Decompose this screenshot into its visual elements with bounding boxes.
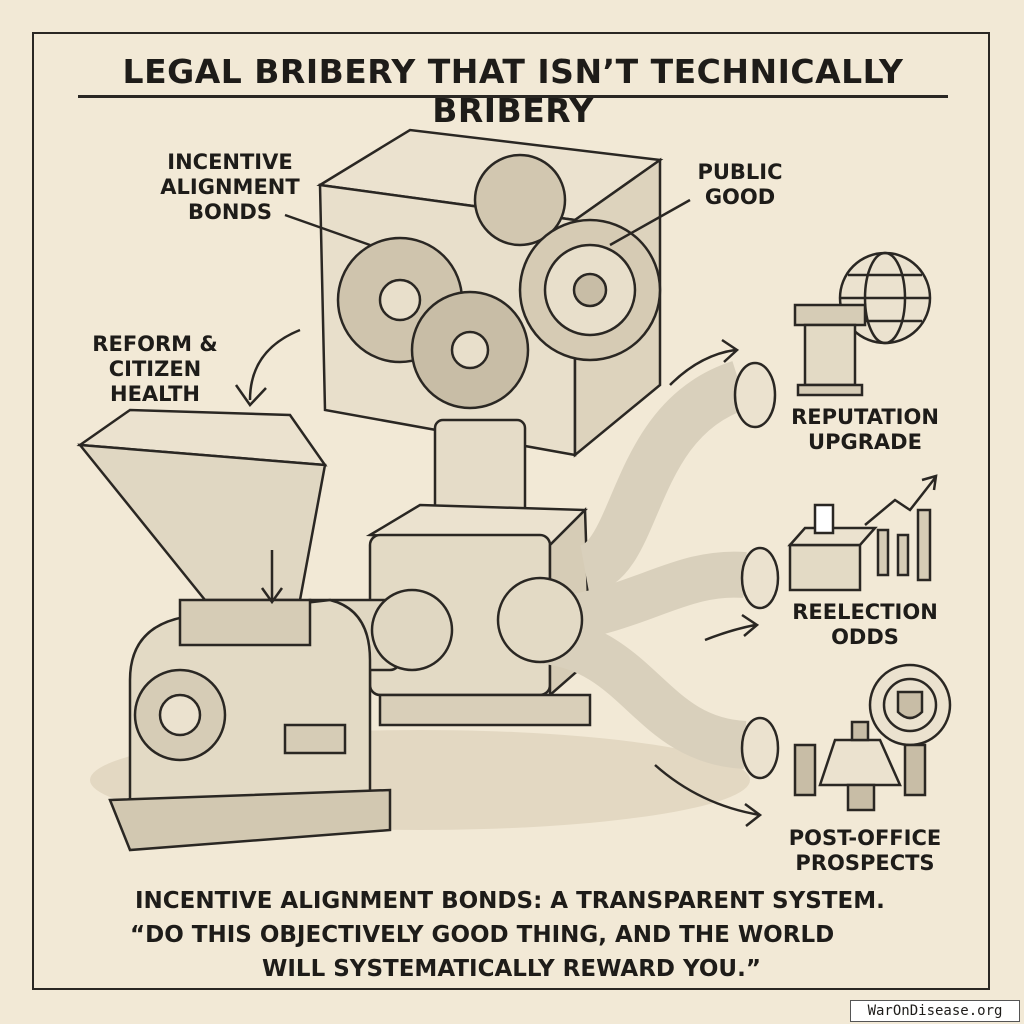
caption-line: “DO THIS OBJECTIVELY GOOD THING, AND THE… [130,922,835,948]
arrow-icon [669,338,740,386]
label-post-office-prospects: POST-OFFICE PROSPECTS [770,826,960,876]
label-reputation-upgrade: REPUTATION UPGRADE [780,405,950,455]
gearbox-icon [316,128,664,458]
output-pipe [541,616,748,769]
title-underline [78,95,948,98]
leader-line [609,198,691,247]
label-line: HEALTH [110,382,200,406]
label-line: PROSPECTS [795,851,935,875]
label-line: REFORM & [92,332,218,356]
label-line: BONDS [188,200,272,224]
ballot-box-icon [787,503,878,592]
bar-chart-icon [864,474,938,582]
label-incentive-alignment-bonds: INCENTIVE ALIGNMENT BONDS [150,150,310,225]
label-line: ALIGNMENT [160,175,300,199]
label-line: POST-OFFICE [788,826,942,850]
gear-icon [473,153,567,247]
hopper-icon [76,408,328,647]
label-line: INCENTIVE [167,150,293,174]
label-line: REPUTATION [791,405,939,429]
label-line: REELECTION [792,600,938,624]
grinder-icon [108,598,392,852]
label-reelection-odds: REELECTION ODDS [780,600,950,650]
arrow-icon [704,613,760,642]
label-reform-citizen-health: REFORM & CITIZEN HEALTH [80,332,230,407]
leader-line [284,213,371,247]
arrow-icon [654,764,763,827]
podium-icon [793,303,867,397]
caption-line: WILL SYSTEMATICALLY REWARD YOU.” [262,956,761,982]
label-public-good: PUBLIC GOOD [680,160,800,210]
watermark-link[interactable]: WarOnDisease.org [850,1000,1020,1022]
output-pipe [577,361,749,595]
label-line: UPGRADE [808,430,922,454]
university-seal-icon [868,663,952,747]
page-frame [32,32,990,990]
conference-table-icon [793,720,927,812]
label-line: PUBLIC [697,160,783,184]
output-pipe [551,551,747,643]
caption-line: INCENTIVE ALIGNMENT BONDS: A TRANSPARENT… [135,888,885,914]
label-line: GOOD [704,185,776,209]
label-line: ODDS [831,625,899,649]
arrow-icon [234,328,301,407]
label-line: CITIZEN [108,357,202,381]
